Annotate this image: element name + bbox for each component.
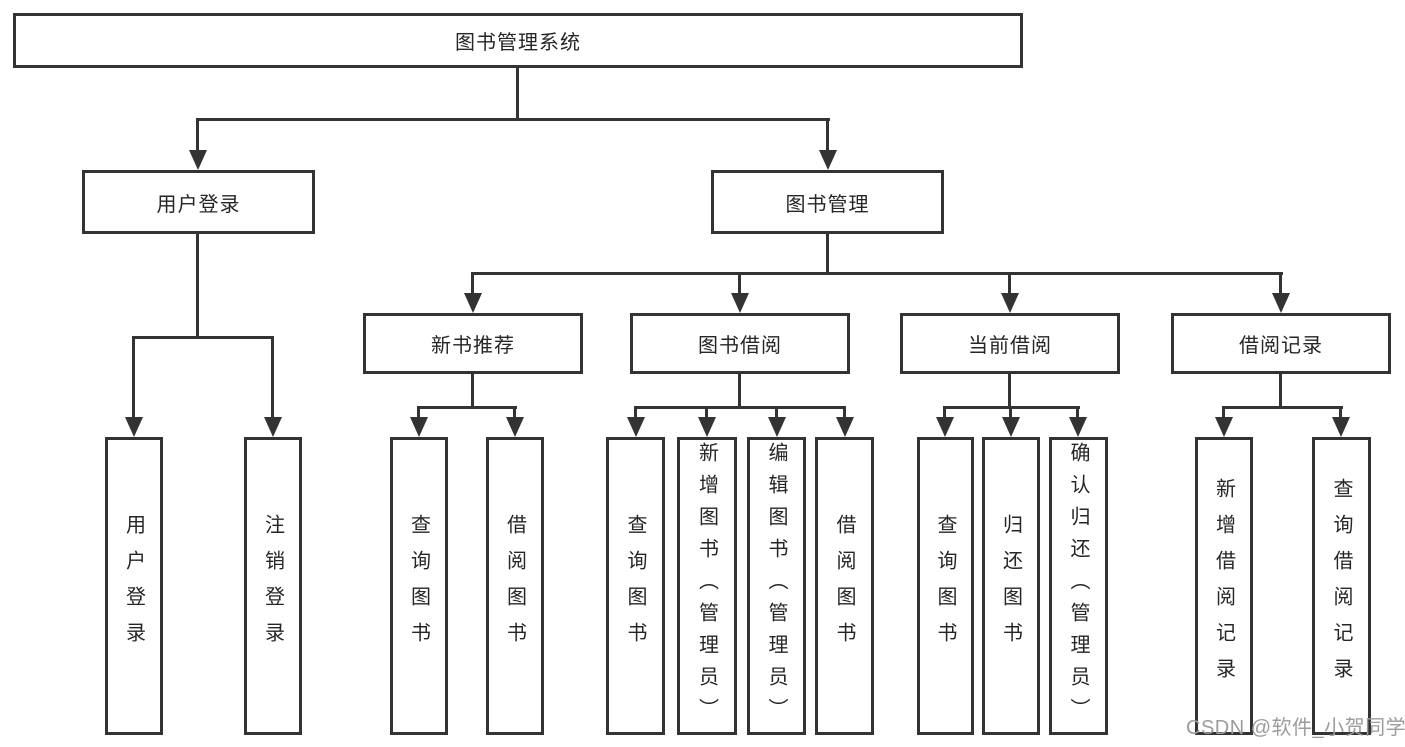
connector-line bbox=[196, 118, 199, 150]
node-leaf-add-borrow-record: 新增借阅记录 bbox=[1195, 437, 1253, 735]
arrow-down-icon bbox=[410, 417, 428, 437]
node-book-borrowing: 图书借阅 bbox=[630, 313, 850, 374]
connector-line bbox=[471, 374, 474, 406]
connector-line bbox=[1009, 406, 1012, 417]
node-leaf-add-book-admin: 新增图书（管理员） bbox=[677, 437, 737, 735]
leaf-label: 借阅图书 bbox=[833, 514, 855, 658]
arrow-down-icon bbox=[1069, 417, 1087, 437]
arrow-down-icon bbox=[1001, 293, 1019, 313]
leaf-label: 新增借阅记录 bbox=[1212, 478, 1235, 694]
connector-line bbox=[943, 406, 946, 417]
connector-line bbox=[738, 272, 741, 293]
arrow-down-icon bbox=[189, 150, 207, 170]
node-leaf-user-login: 用户登录 bbox=[105, 437, 163, 735]
arrow-down-icon bbox=[836, 417, 854, 437]
connector-line bbox=[843, 406, 846, 417]
connector-line bbox=[826, 234, 829, 272]
arrow-down-icon bbox=[627, 417, 645, 437]
node-leaf-borrow-books-2: 借阅图书 bbox=[815, 437, 874, 735]
arrow-down-icon bbox=[125, 417, 143, 437]
leaf-label: 归还图书 bbox=[999, 514, 1022, 658]
connector-line bbox=[1222, 406, 1225, 417]
node-system-root: 图书管理系统 bbox=[13, 13, 1023, 68]
leaf-label: 查询借阅记录 bbox=[1330, 478, 1352, 694]
node-leaf-edit-book-admin: 编辑图书（管理员） bbox=[747, 437, 806, 735]
node-user-login-branch: 用户登录 bbox=[82, 170, 315, 234]
connector-line bbox=[1076, 406, 1079, 417]
arrow-down-icon bbox=[1002, 417, 1020, 437]
leaf-label: 查询图书 bbox=[934, 514, 956, 658]
node-leaf-query-books-1: 查询图书 bbox=[390, 437, 448, 735]
leaf-label: 确认归还（管理员） bbox=[1067, 442, 1089, 730]
arrow-down-icon bbox=[1272, 293, 1290, 313]
arrow-down-icon bbox=[464, 293, 482, 313]
leaf-label: 注销登录 bbox=[261, 514, 284, 658]
connector-line bbox=[471, 272, 474, 293]
arrow-down-icon bbox=[731, 293, 749, 313]
leaf-label: 新增图书（管理员） bbox=[695, 442, 718, 730]
connector-line bbox=[132, 336, 135, 417]
node-leaf-logout: 注销登录 bbox=[244, 437, 302, 735]
connector-line bbox=[132, 336, 274, 339]
connector-line bbox=[513, 406, 516, 417]
arrow-down-icon bbox=[936, 417, 954, 437]
node-new-book-recommend: 新书推荐 bbox=[363, 313, 583, 374]
node-leaf-return-books: 归还图书 bbox=[982, 437, 1040, 735]
connector-line bbox=[417, 406, 517, 409]
node-book-management-branch: 图书管理 bbox=[711, 170, 944, 234]
connector-line bbox=[196, 234, 199, 336]
arrow-down-icon bbox=[768, 417, 786, 437]
arrow-down-icon bbox=[698, 417, 716, 437]
connector-line bbox=[1222, 406, 1343, 409]
leaf-label: 查询图书 bbox=[624, 514, 646, 658]
connector-line bbox=[826, 118, 829, 150]
leaf-label: 查询图书 bbox=[407, 514, 430, 658]
connector-line bbox=[196, 118, 830, 121]
node-leaf-query-borrow-record: 查询借阅记录 bbox=[1312, 437, 1371, 735]
arrow-down-icon bbox=[264, 417, 282, 437]
connector-line bbox=[634, 406, 637, 417]
connector-line bbox=[1279, 272, 1282, 293]
connector-line bbox=[1008, 374, 1011, 406]
node-borrowing-records: 借阅记录 bbox=[1171, 313, 1391, 374]
node-leaf-confirm-return-admin: 确认归还（管理员） bbox=[1049, 437, 1108, 735]
leaf-label: 编辑图书（管理员） bbox=[765, 442, 787, 730]
connector-line bbox=[738, 374, 741, 406]
arrow-down-icon bbox=[1332, 417, 1350, 437]
node-leaf-query-books-2: 查询图书 bbox=[606, 437, 665, 735]
connector-line bbox=[271, 336, 274, 417]
node-leaf-borrow-books-1: 借阅图书 bbox=[486, 437, 544, 735]
connector-line bbox=[417, 406, 420, 417]
node-current-borrowing: 当前借阅 bbox=[900, 313, 1120, 374]
connector-line bbox=[516, 68, 519, 118]
arrow-down-icon bbox=[506, 417, 524, 437]
connector-line bbox=[471, 272, 1283, 275]
leaf-label: 借阅图书 bbox=[503, 514, 526, 658]
watermark: CSDN @软件_小贺同学 bbox=[1186, 717, 1405, 739]
connector-line bbox=[634, 406, 846, 409]
arrow-down-icon bbox=[1215, 417, 1233, 437]
connector-line bbox=[705, 406, 708, 417]
connector-line bbox=[775, 406, 778, 417]
leaf-label: 用户登录 bbox=[122, 514, 145, 658]
connector-line bbox=[1339, 406, 1342, 417]
connector-line bbox=[1008, 272, 1011, 293]
node-leaf-query-books-3: 查询图书 bbox=[917, 437, 974, 735]
connector-line bbox=[1279, 374, 1282, 406]
arrow-down-icon bbox=[819, 150, 837, 170]
